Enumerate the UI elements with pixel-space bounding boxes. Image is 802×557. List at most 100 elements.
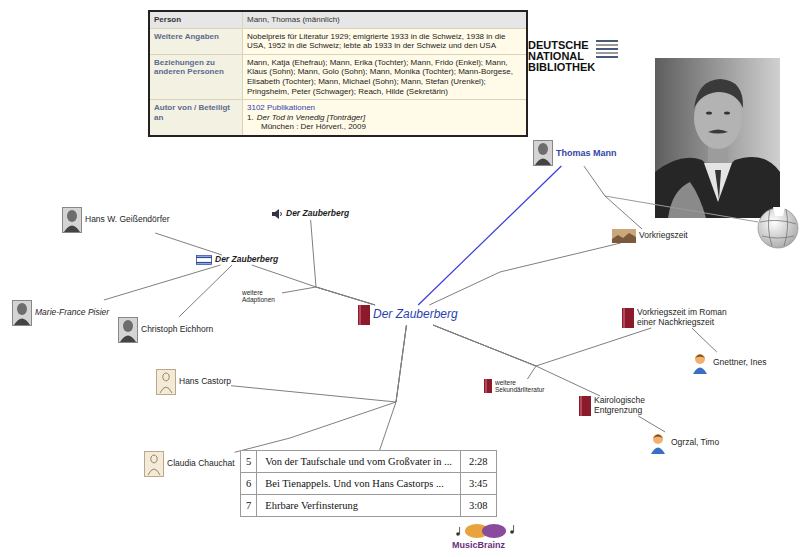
sketch-icon bbox=[156, 369, 176, 395]
label-wrap: weitere Sekundärliteratur bbox=[495, 379, 561, 394]
author-node: Thomas Mann bbox=[533, 140, 617, 166]
track-duration: 2:28 bbox=[461, 451, 497, 473]
label-wrap: Vorkriegszeit im Roman einer Nachkriegsz… bbox=[637, 308, 741, 328]
icon-body bbox=[120, 336, 136, 343]
table-cell: Beziehungen zu anderen Personen bbox=[150, 55, 242, 99]
person-icon bbox=[690, 352, 710, 374]
author-node: Gnettner, Ines bbox=[690, 352, 766, 374]
music-note bbox=[459, 527, 460, 534]
portrait-icon bbox=[12, 300, 32, 326]
table-cell: Mann, Katja (Ehefrau); Mann, Erika (Toch… bbox=[242, 55, 526, 99]
track-table: 5Von der Taufschale und vom Großvater in… bbox=[240, 450, 497, 517]
picture-ground bbox=[612, 229, 636, 243]
flag-field bbox=[197, 256, 212, 265]
node-label: Hans W. Geißendörfer bbox=[85, 215, 170, 225]
logo-stripe bbox=[596, 40, 618, 42]
icon-frame bbox=[534, 141, 553, 166]
label-wrap: Thomas Mann bbox=[556, 148, 617, 158]
globe-line bbox=[768, 209, 772, 246]
speaker-wave bbox=[281, 212, 282, 216]
literature-node: weitere Sekundärliteratur bbox=[484, 379, 561, 394]
connector-line bbox=[380, 325, 407, 450]
node-label: Gnettner, Ines bbox=[713, 358, 766, 368]
link-line bbox=[605, 196, 758, 222]
work-node: Der Zauberberg bbox=[358, 305, 458, 325]
logo-text: DEUTSCHE NATIONAL BIBLIOTHEK bbox=[528, 40, 608, 73]
icon-head bbox=[653, 434, 663, 444]
literature-node: Vorkriegszeit im Roman einer Nachkriegsz… bbox=[622, 308, 741, 328]
icon-hair bbox=[695, 355, 705, 359]
node-label: Thomas Mann bbox=[556, 148, 617, 158]
connector-line bbox=[418, 166, 561, 305]
cell-line: 1.Der Tod in Venedig [Tonträger] bbox=[247, 113, 522, 123]
person-node: Christoph Eichhorn bbox=[118, 317, 213, 343]
sketch-figure bbox=[160, 373, 172, 393]
node-label: Vorkriegszeit bbox=[639, 231, 688, 241]
table-cell: Person bbox=[150, 12, 242, 28]
photo-shirt bbox=[704, 163, 732, 202]
character-node: Claudia Chauchat bbox=[144, 451, 235, 477]
node-label: Marie-France Pisier bbox=[35, 308, 109, 318]
connector-line bbox=[433, 325, 651, 366]
field-value: Mann, Katja (Ehefrau); Mann, Erika (Toch… bbox=[247, 58, 522, 96]
node-label: Hans Castorp bbox=[179, 377, 231, 387]
musicbrainz-brain bbox=[456, 524, 514, 538]
connector-line bbox=[155, 233, 222, 255]
globe-body bbox=[758, 208, 798, 248]
field-value: 1. bbox=[247, 113, 254, 123]
book-cover bbox=[358, 305, 370, 325]
sketch-figure bbox=[148, 455, 160, 475]
book-icon bbox=[358, 305, 370, 325]
node-label: weitere Sekundärliteratur bbox=[495, 379, 561, 394]
sketch-icon bbox=[144, 451, 164, 477]
table-row: PersonMann, Thomas (männlich) bbox=[150, 12, 526, 28]
track-title: Ehrbare Verfinsterung bbox=[257, 495, 461, 517]
cell-line: Nobelpreis für Literatur 1929; emigriert… bbox=[247, 32, 522, 51]
cell-line: 3102 Publikationen bbox=[247, 103, 522, 113]
track-title: Bei Tienappels. Und von Hans Castorps ..… bbox=[257, 473, 461, 495]
logo-stripe bbox=[596, 52, 618, 54]
connector-line bbox=[638, 416, 665, 432]
track-duration: 3:08 bbox=[461, 495, 497, 517]
node-label: Der Zauberberg bbox=[215, 255, 278, 265]
field-name: Weitere Angaben bbox=[154, 32, 238, 42]
connector-line bbox=[692, 328, 717, 352]
table-row: Weitere Angaben Nobelpreis für Literatur … bbox=[150, 28, 526, 54]
field-name: Autor von / Beteiligt an bbox=[154, 103, 238, 122]
node-label: Ogrzal, Timo bbox=[671, 438, 719, 448]
table-cell: 3102 Publikationen1.Der Tod in Venedig [… bbox=[242, 100, 526, 135]
node-label: Der Zauberberg bbox=[373, 308, 458, 322]
label-wrap: weitere Adaptionen bbox=[242, 289, 282, 304]
photo-moustache bbox=[708, 130, 728, 134]
icon-hair bbox=[653, 435, 663, 439]
connector-line bbox=[584, 166, 642, 229]
person-node: Marie-France Pisier bbox=[12, 300, 109, 326]
node-label: weitere Adaptionen bbox=[242, 289, 282, 304]
portrait-icon bbox=[118, 317, 138, 343]
brain-half bbox=[482, 524, 506, 538]
icon-frame bbox=[119, 318, 138, 343]
speaker-icon bbox=[271, 208, 283, 220]
track-number: 6 bbox=[241, 473, 257, 495]
literature-node: Kairologische Entgrenzung bbox=[579, 396, 664, 416]
flag-icon bbox=[196, 255, 212, 265]
connector-line bbox=[282, 287, 375, 305]
icon-head bbox=[123, 320, 133, 332]
landscape-icon bbox=[612, 229, 636, 243]
field-value: Nobelpreis für Literatur 1929; emigriert… bbox=[247, 32, 522, 51]
connector-line bbox=[433, 325, 536, 379]
speaker-body bbox=[272, 209, 279, 219]
character-node: Hans Castorp bbox=[156, 369, 231, 395]
flag-stripe bbox=[196, 262, 212, 264]
node-label: Claudia Chauchat bbox=[167, 459, 235, 469]
photo-eye bbox=[706, 111, 712, 114]
connector-line bbox=[311, 220, 375, 305]
label-wrap: Hans Castorp bbox=[179, 377, 231, 387]
topic-node: Vorkriegszeit bbox=[612, 229, 688, 243]
icon-frame bbox=[157, 370, 176, 395]
track-title: Von der Taufschale und vom Großvater in … bbox=[257, 451, 461, 473]
photo-suit bbox=[655, 157, 780, 218]
label-wrap: Gnettner, Ines bbox=[713, 358, 766, 368]
field-value: Der Tod in Venedig [Tonträger] bbox=[257, 113, 366, 123]
person-icon bbox=[648, 432, 668, 454]
